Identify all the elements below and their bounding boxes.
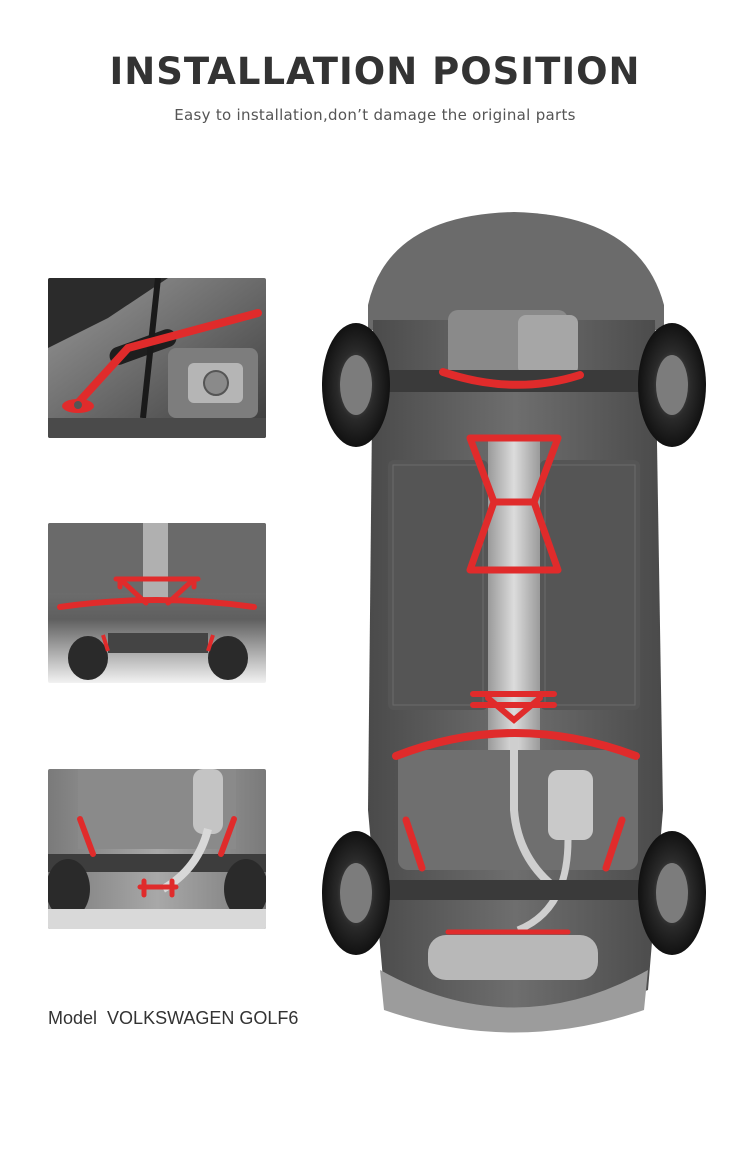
model-caption: Model VOLKSWAGEN GOLF6 xyxy=(48,1008,298,1029)
engine-bay-photo xyxy=(48,278,266,438)
rear-suspension-photo xyxy=(48,769,266,929)
page-subtitle: Easy to installation,don’t damage the or… xyxy=(174,106,576,124)
model-label: Model xyxy=(48,1008,98,1028)
page-title: INSTALLATION POSITION xyxy=(109,50,641,93)
car-underbody-illustration xyxy=(318,210,710,1040)
front-underbody-photo xyxy=(48,523,266,683)
model-name: VOLKSWAGEN GOLF6 xyxy=(107,1008,299,1028)
